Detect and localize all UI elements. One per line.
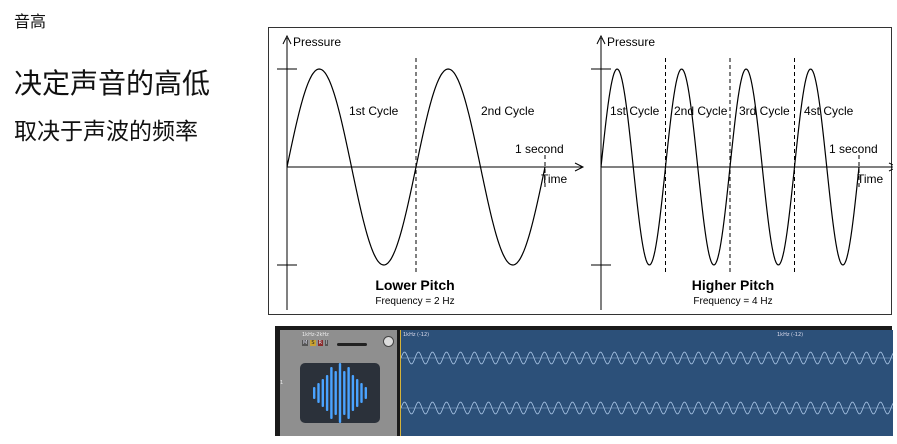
waveform-bar bbox=[321, 379, 324, 407]
plot-title: Higher Pitch bbox=[692, 277, 774, 293]
sine-waveform bbox=[400, 401, 894, 415]
waveform-bar bbox=[347, 367, 350, 419]
sine-wave bbox=[286, 68, 546, 266]
section-title: 音高 bbox=[14, 12, 47, 31]
waveform-bar bbox=[343, 371, 346, 415]
x-axis-arrow bbox=[888, 162, 897, 172]
cycle-label: 2nd Cycle bbox=[481, 104, 535, 118]
x-axis-arrow bbox=[574, 162, 585, 172]
waveform-bar bbox=[338, 363, 342, 423]
waveform-bar bbox=[334, 371, 337, 415]
waveform-bar bbox=[360, 383, 363, 403]
lower-pitch-plot: Pressure Time 1st Cycle 2nd Cycle 1 seco… bbox=[277, 34, 585, 310]
track-name: 1kHz-2kHz bbox=[302, 332, 329, 338]
mute-button[interactable]: M bbox=[302, 340, 309, 346]
pitch-diagram-svg: Pressure Time 1st Cycle 2nd Cycle 1 seco… bbox=[277, 34, 897, 310]
plot-title: Lower Pitch bbox=[375, 277, 454, 293]
pitch-diagram: Pressure Time 1st Cycle 2nd Cycle 1 seco… bbox=[268, 27, 897, 315]
volume-slider[interactable] bbox=[337, 343, 367, 346]
sine-waveform bbox=[400, 351, 894, 365]
cycle-label: 1st Cycle bbox=[610, 104, 660, 118]
frequency-label: Frequency = 4 Hz bbox=[693, 296, 772, 307]
region-waveforms bbox=[400, 351, 894, 415]
x-axis-label: Time bbox=[541, 172, 568, 186]
region-label: 1kHz (-12) bbox=[777, 332, 804, 338]
audio-region[interactable]: 1kHz (-12) 1kHz (-12) bbox=[400, 330, 894, 436]
solo-button[interactable]: S bbox=[310, 340, 316, 346]
waveform-bar bbox=[313, 387, 316, 399]
record-button[interactable]: R bbox=[317, 340, 323, 346]
cycle-label: 1st Cycle bbox=[349, 104, 399, 118]
waveform-bar bbox=[351, 375, 355, 411]
y-axis-label: Pressure bbox=[607, 35, 655, 49]
y-axis-arrow bbox=[596, 34, 606, 45]
waveform-icon bbox=[300, 363, 380, 423]
duration-label: 1 second bbox=[829, 142, 878, 156]
waveform-bar bbox=[325, 375, 329, 411]
waveform-bar bbox=[364, 387, 367, 399]
pan-knob[interactable] bbox=[383, 336, 394, 347]
y-axis-label: Pressure bbox=[293, 35, 341, 49]
track-number: 1 bbox=[280, 380, 284, 386]
slide-subheading: 取决于声波的频率 bbox=[14, 119, 198, 145]
daw-track-view: 1kHz-2kHz 1 M S R I 1kHz (-12) 1kHz (-12… bbox=[275, 326, 894, 436]
higher-pitch-plot: Pressure Time 1st Cycle 2nd Cycle 3rd Cy… bbox=[591, 34, 897, 310]
cycle-label: 3rd Cycle bbox=[739, 104, 790, 118]
track-header[interactable]: 1kHz-2kHz 1 M S R I bbox=[280, 330, 397, 436]
slide-heading: 决定声音的高低 bbox=[14, 67, 211, 100]
waveform-bar bbox=[356, 379, 359, 407]
cycle-label: 4st Cycle bbox=[804, 104, 854, 118]
sine-wave bbox=[600, 68, 860, 266]
x-axis-label: Time bbox=[857, 172, 884, 186]
input-button[interactable]: I bbox=[325, 340, 329, 346]
waveform-bar bbox=[330, 367, 333, 419]
cycle-label: 2nd Cycle bbox=[674, 104, 728, 118]
frequency-label: Frequency = 2 Hz bbox=[375, 296, 454, 307]
waveform-bar bbox=[317, 383, 320, 403]
region-label: 1kHz (-12) bbox=[403, 332, 430, 338]
duration-label: 1 second bbox=[515, 142, 564, 156]
y-axis-arrow bbox=[282, 34, 292, 45]
